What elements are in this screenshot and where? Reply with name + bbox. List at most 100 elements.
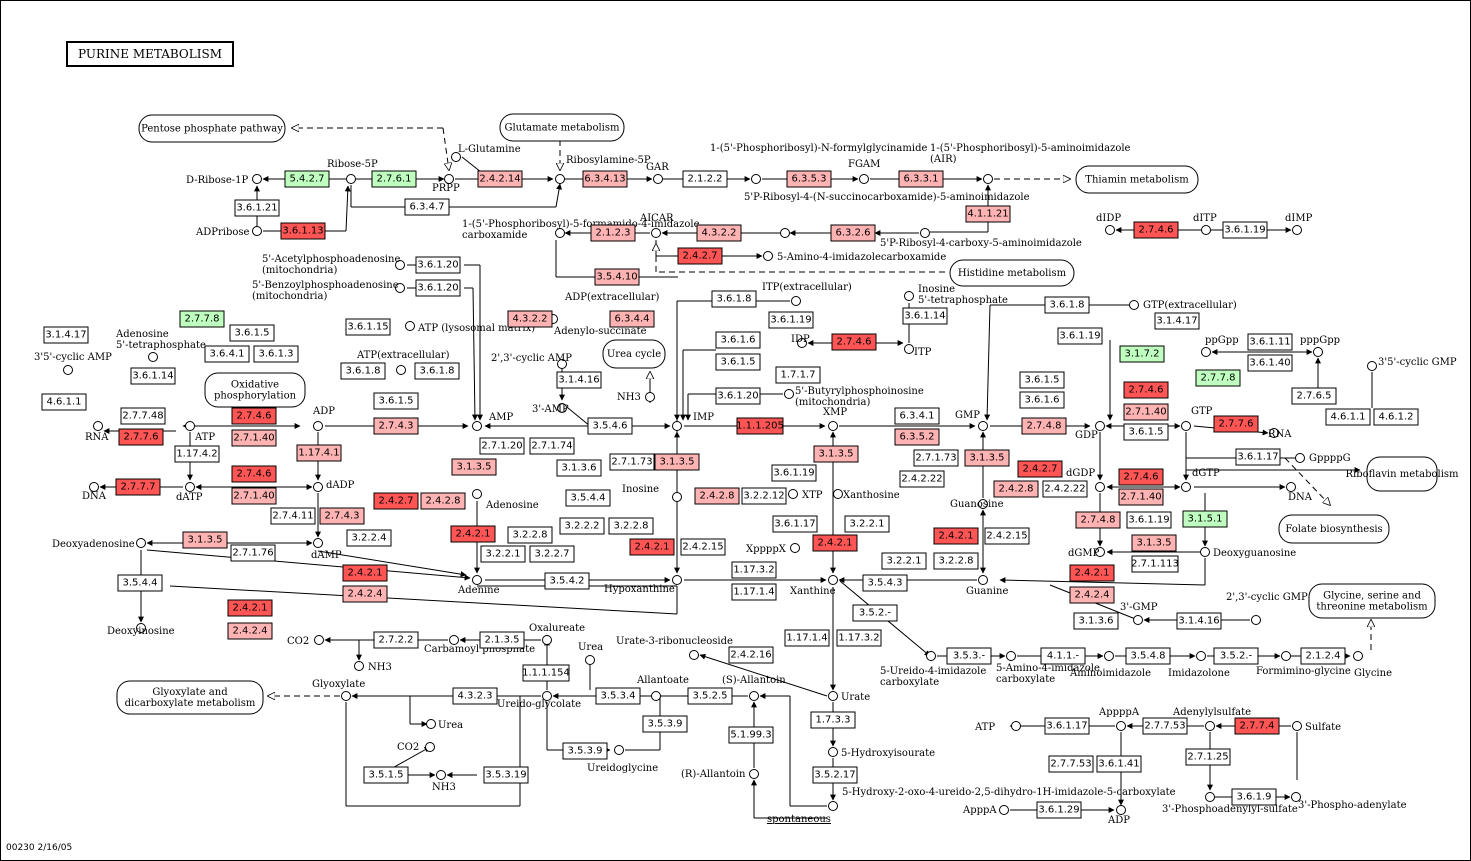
enzyme-e80[interactable]: 1.1.1.205 bbox=[736, 417, 784, 435]
compound-c79[interactable]: Urate bbox=[828, 691, 871, 704]
enzyme-e168[interactable]: 3.6.1.29 bbox=[1036, 801, 1082, 819]
compound-c57[interactable]: Xanthosine bbox=[833, 489, 900, 502]
compound-c88[interactable]: Allantoate bbox=[636, 675, 689, 701]
enzyme-e105[interactable]: 3.2.2.4 bbox=[346, 529, 392, 547]
enzyme-e47[interactable]: 3.6.1.6 bbox=[715, 331, 761, 349]
compound-c71[interactable]: 3'-GMP bbox=[1120, 602, 1158, 625]
enzyme-e118[interactable]: 2.7.4.8 bbox=[1075, 511, 1121, 529]
enzyme-e5[interactable]: 6.3.4.7 bbox=[404, 198, 450, 216]
map-link-m4[interactable]: Histidine metabolism bbox=[949, 259, 1075, 287]
enzyme-e90[interactable]: 3.1.3.5 bbox=[813, 445, 859, 463]
compound-c25[interactable]: GTP(extracellular) bbox=[1129, 300, 1237, 311]
compound-c94[interactable]: (R)-Allantoin bbox=[681, 769, 759, 780]
enzyme-e76[interactable]: 2.7.4.3 bbox=[373, 417, 419, 435]
compound-c63[interactable]: dGMP bbox=[1068, 547, 1105, 560]
enzyme-e97[interactable]: 2.4.2.8 bbox=[694, 487, 740, 505]
compound-c97[interactable]: ATP bbox=[974, 721, 1021, 734]
enzyme-e23[interactable]: 3.6.1.5 bbox=[229, 324, 275, 342]
compound-c85[interactable]: Glycine bbox=[1353, 651, 1393, 680]
enzyme-e139[interactable]: 3.1.3.6 bbox=[1073, 612, 1119, 630]
compound-c61[interactable]: dGTP bbox=[1181, 468, 1221, 492]
enzyme-e130[interactable]: 2.4.2.4 bbox=[342, 585, 388, 603]
enzyme-e154[interactable]: 3.5.2.5 bbox=[687, 687, 733, 705]
enzyme-e42[interactable]: 1.17.4.2 bbox=[174, 445, 220, 463]
compound-c16[interactable]: dIDP bbox=[1096, 213, 1121, 235]
enzyme-e71[interactable]: 2.7.4.6 bbox=[231, 465, 277, 483]
enzyme-e158[interactable]: 5.1.99.3 bbox=[728, 726, 774, 744]
enzyme-e117[interactable]: 2.4.2.15 bbox=[984, 527, 1030, 545]
enzyme-e51[interactable]: 3.6.1.20 bbox=[715, 387, 761, 405]
compound-c39[interactable]: RNA bbox=[85, 421, 109, 444]
enzyme-e19[interactable]: 3.6.1.20 bbox=[415, 279, 461, 297]
enzyme-e87[interactable]: 3.1.3.5 bbox=[451, 458, 497, 476]
enzyme-e89[interactable]: 3.1.3.5 bbox=[964, 449, 1010, 467]
enzyme-e109[interactable]: 3.2.2.8 bbox=[608, 517, 654, 535]
enzyme-e12[interactable]: 2.1.2.3 bbox=[590, 224, 636, 242]
compound-c58[interactable]: XppppX bbox=[746, 543, 800, 556]
enzyme-e69[interactable]: 2.7.4.6 bbox=[1118, 468, 1164, 486]
map-link-m1[interactable]: Pentose phosphate pathway bbox=[138, 114, 286, 143]
enzyme-e48[interactable]: 2.7.4.6 bbox=[831, 333, 877, 351]
enzyme-e17[interactable]: 3.6.1.19 bbox=[1222, 221, 1268, 239]
enzyme-e50[interactable]: 1.7.1.7 bbox=[775, 366, 821, 384]
enzyme-e113[interactable]: 2.4.2.15 bbox=[680, 538, 726, 556]
compound-c59[interactable]: Guanosine bbox=[950, 499, 1004, 510]
enzyme-e112[interactable]: 2.4.2.1 bbox=[629, 538, 675, 556]
compound-c8[interactable]: FGAM bbox=[848, 159, 880, 184]
compound-c51[interactable]: dATP bbox=[176, 482, 203, 504]
compound-c5[interactable]: Ribosylamine-5P bbox=[555, 155, 651, 184]
enzyme-e68[interactable]: 3.6.1.17 bbox=[1235, 448, 1281, 466]
enzyme-e143[interactable]: 1.1.1.154 bbox=[522, 664, 570, 682]
compound-c15[interactable]: 5-Amino-4-imidazolecarboxamide bbox=[763, 251, 947, 264]
enzyme-e35[interactable]: 3.6.1.8 bbox=[414, 362, 460, 380]
compound-c32[interactable]: ITP bbox=[904, 344, 932, 359]
enzyme-e93[interactable]: 2.4.2.22 bbox=[899, 470, 945, 488]
enzyme-e41[interactable]: 2.7.1.40 bbox=[231, 429, 277, 447]
enzyme-e75[interactable]: 2.7.4.3 bbox=[319, 507, 365, 525]
compound-c101[interactable]: ApppA bbox=[962, 805, 1009, 816]
enzyme-e162[interactable]: 3.6.1.17 bbox=[1044, 717, 1090, 735]
compound-c12[interactable]: 1-(5'-Phosphoribosyl)-5-formamido-4-imid… bbox=[462, 219, 700, 241]
enzyme-e136[interactable]: 2.4.2.1 bbox=[1069, 564, 1115, 582]
enzyme-e157[interactable]: 1.7.3.3 bbox=[810, 711, 856, 729]
enzyme-e18[interactable]: 3.6.1.20 bbox=[415, 256, 461, 274]
enzyme-e28[interactable]: 6.3.4.4 bbox=[609, 310, 655, 328]
compound-c75[interactable]: Oxalureate bbox=[529, 623, 585, 645]
compound-c64[interactable]: Deoxyguanosine bbox=[1200, 547, 1297, 560]
enzyme-e82[interactable]: 6.3.5.2 bbox=[894, 428, 940, 446]
enzyme-e54[interactable]: 3.1.7.2 bbox=[1119, 345, 1165, 363]
enzyme-e24[interactable]: 3.6.4.1 bbox=[204, 345, 250, 363]
compound-c66[interactable]: Adenine bbox=[457, 575, 500, 597]
enzyme-e128[interactable]: 1.17.1.4 bbox=[731, 583, 777, 601]
compound-c52[interactable]: dADP bbox=[313, 480, 355, 492]
map-link-m7[interactable]: Riboflavin metabolism bbox=[1345, 456, 1459, 492]
enzyme-e169[interactable]: 3.6.1.9 bbox=[1231, 788, 1277, 806]
enzyme-e101[interactable]: 2.4.2.8 bbox=[993, 480, 1039, 498]
map-link-m3[interactable]: Thiamin metabolism bbox=[1075, 165, 1199, 194]
compound-c37[interactable]: NH3 bbox=[617, 392, 655, 403]
compound-c27[interactable]: ATP (lysosomal matrix) bbox=[405, 321, 536, 335]
enzyme-e62[interactable]: 3.6.1.6 bbox=[1019, 391, 1065, 409]
enzyme-e4[interactable]: 3.6.1.13 bbox=[280, 222, 326, 240]
enzyme-e49[interactable]: 3.6.1.5 bbox=[715, 353, 761, 371]
compound-c47[interactable]: GTP bbox=[1181, 406, 1213, 431]
enzyme-e26[interactable]: 3.6.1.15 bbox=[345, 318, 391, 336]
enzyme-e34[interactable]: 3.6.1.8 bbox=[340, 362, 386, 380]
enzyme-e2[interactable]: 2.7.6.1 bbox=[371, 170, 417, 188]
compound-c36[interactable]: 3'-AMP bbox=[532, 403, 569, 416]
enzyme-e106[interactable]: 2.4.2.1 bbox=[450, 525, 496, 543]
enzyme-e11[interactable]: 4.1.1.21 bbox=[965, 205, 1011, 223]
enzyme-e43[interactable]: 1.17.4.1 bbox=[296, 444, 342, 462]
enzyme-e164[interactable]: 2.7.7.4 bbox=[1234, 717, 1280, 735]
enzyme-e127[interactable]: 1.17.3.2 bbox=[731, 561, 777, 579]
enzyme-e137[interactable]: 2.4.2.4 bbox=[1069, 586, 1115, 604]
compound-c48[interactable]: RNA bbox=[1268, 428, 1292, 441]
enzyme-e131[interactable]: 2.4.2.1 bbox=[227, 599, 273, 617]
enzyme-e122[interactable]: 3.2.2.7 bbox=[529, 545, 575, 563]
enzyme-e153[interactable]: 3.5.3.4 bbox=[595, 687, 641, 705]
enzyme-e152[interactable]: 4.3.2.3 bbox=[452, 687, 498, 705]
enzyme-e58[interactable]: 2.7.6.5 bbox=[1291, 387, 1337, 405]
compound-c20[interactable]: 5'-Benzoylphosphoadenosine(mitochondria) bbox=[252, 280, 405, 302]
compound-c74[interactable]: Carbamoyl phosphate bbox=[424, 635, 535, 656]
